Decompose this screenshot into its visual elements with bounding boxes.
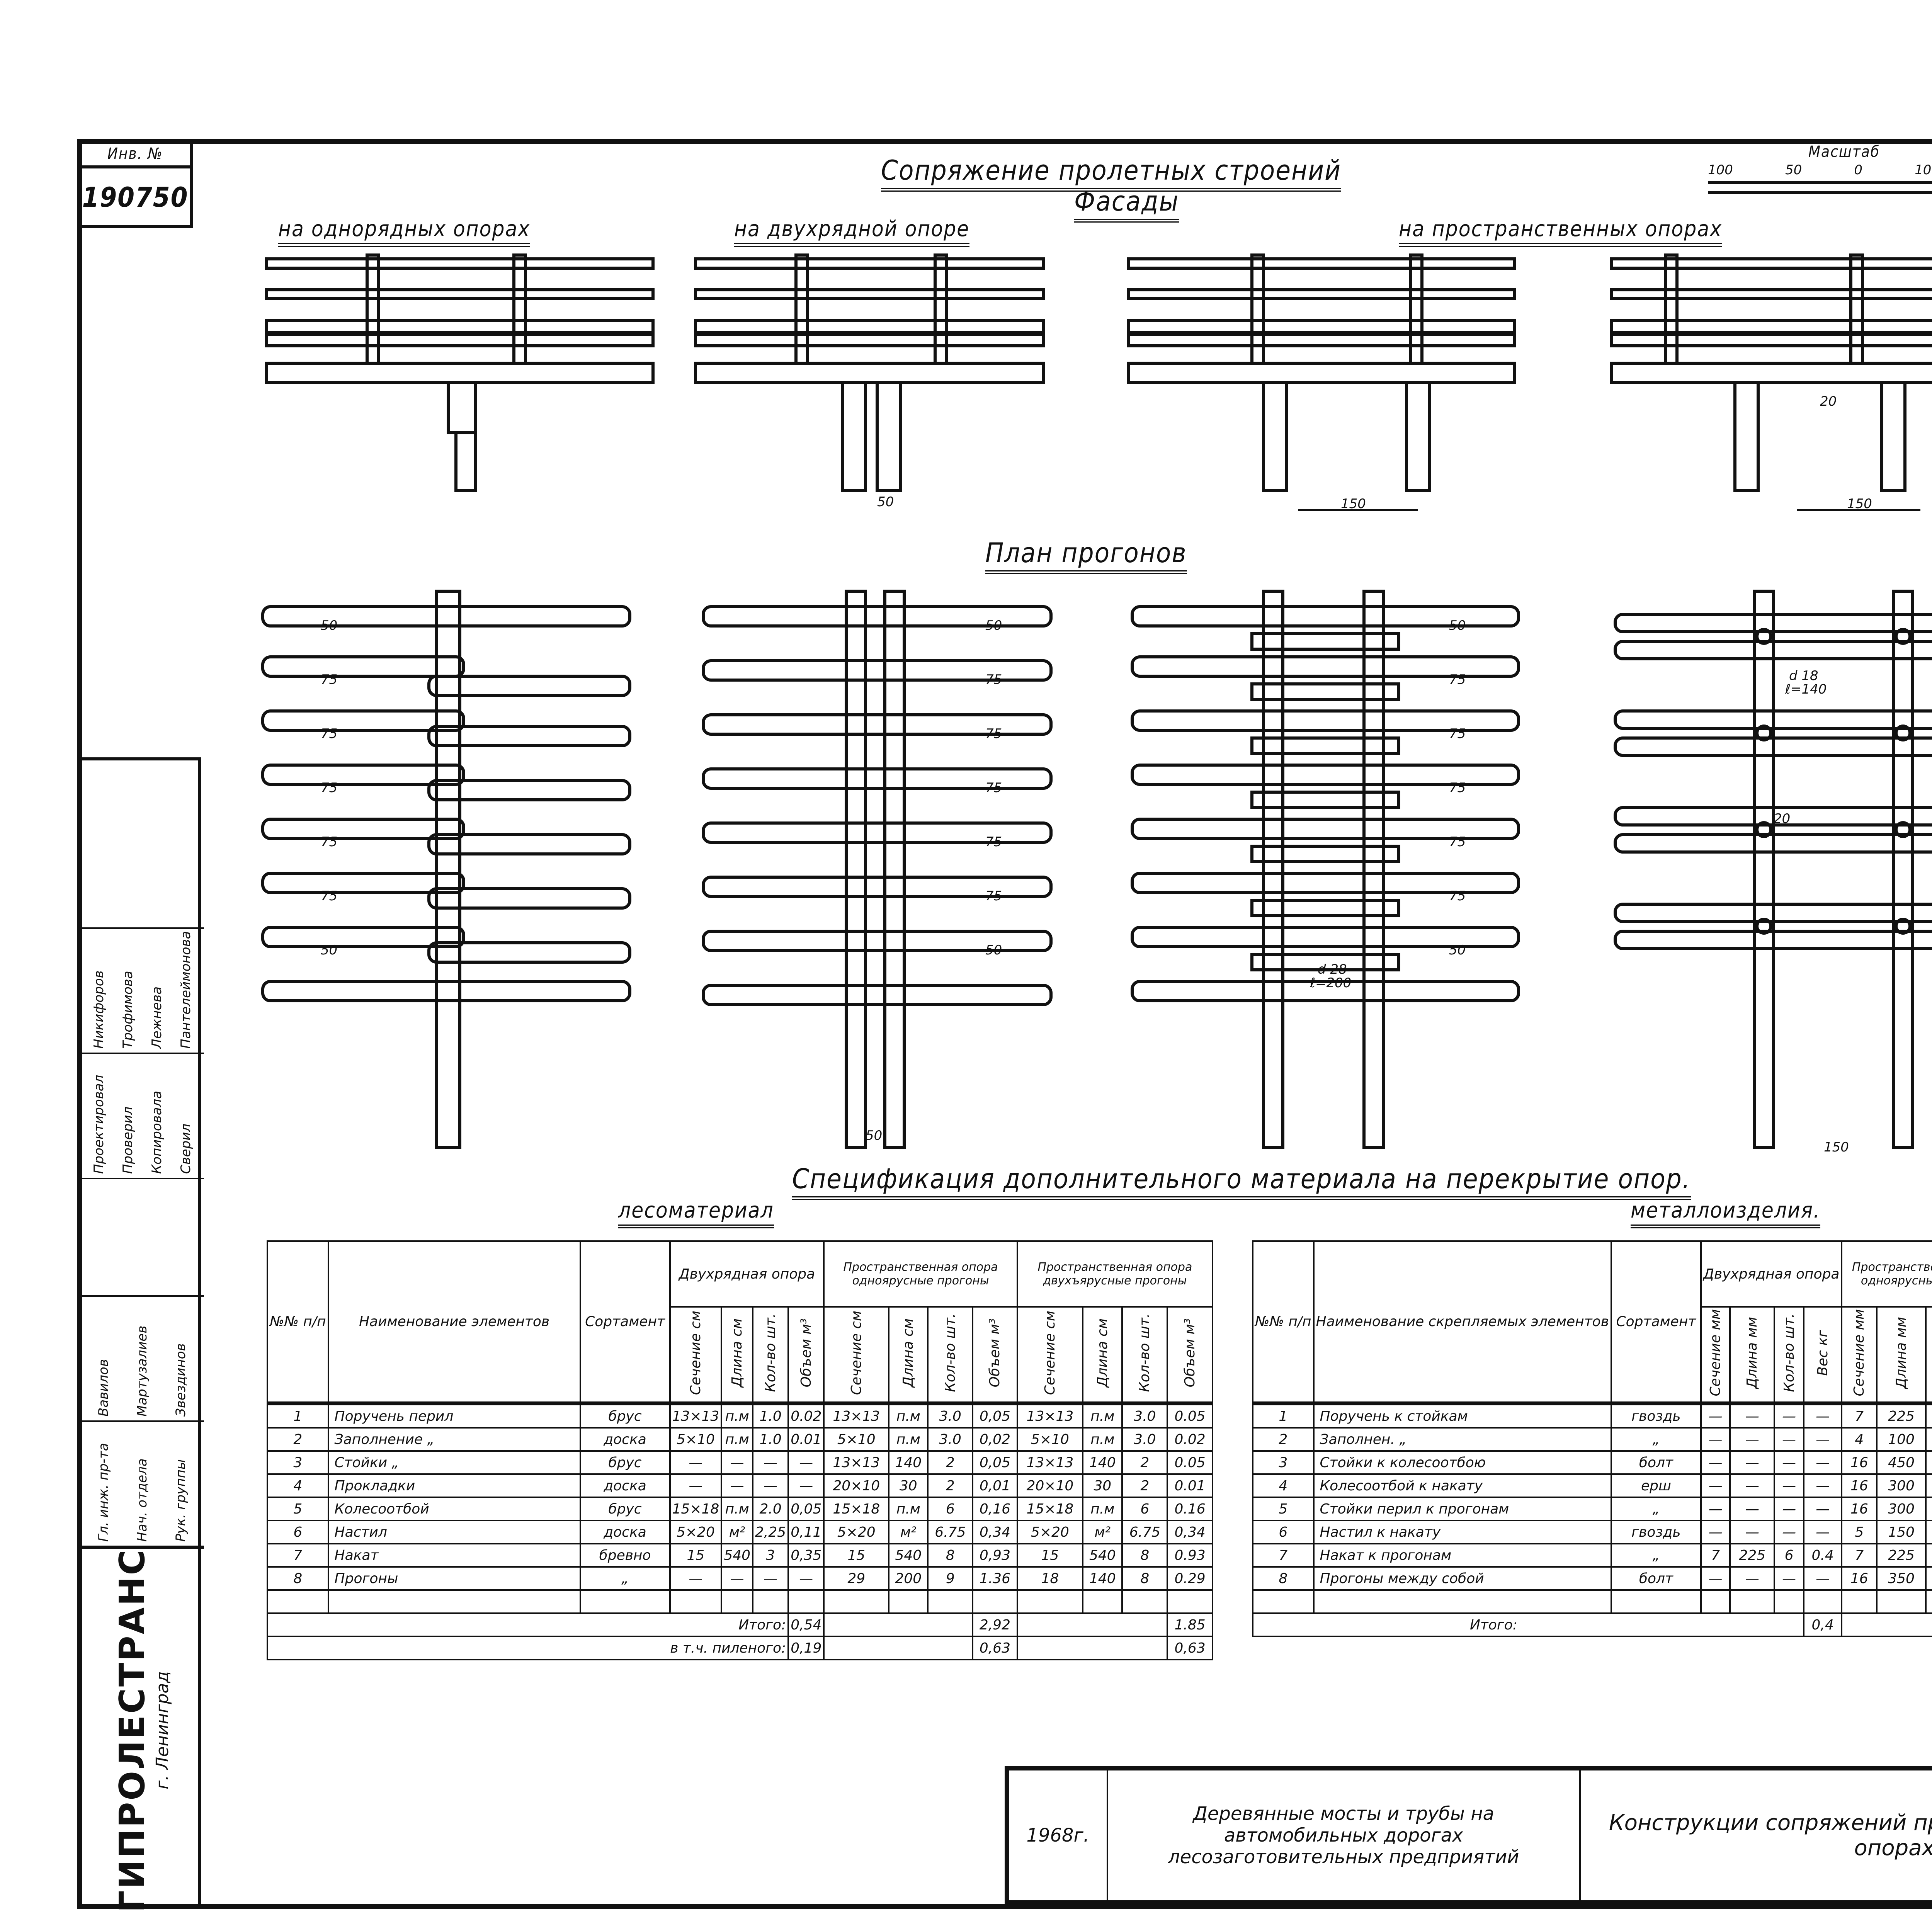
overlap-metal-title: металлоизделия. <box>1631 1198 1821 1228</box>
staff-name: Пантелеймонова <box>178 931 194 1049</box>
org-name: ГИПРОЛЕСТРАНС <box>112 1548 153 1913</box>
plan-drawings: 50 75 75 75 75 75 50 50 75 75 75 75 75 5… <box>261 590 1932 1155</box>
staff-role: Сверил <box>178 1123 194 1174</box>
stamp-name: Мартузалиев <box>134 1325 150 1417</box>
single-row-heading: на однорядных опорах <box>278 216 531 247</box>
org-city: г. Ленинград <box>153 1671 172 1789</box>
facade-dim: 50 <box>877 494 894 510</box>
scale-tick: 50 <box>1785 162 1802 178</box>
overlap-timber-table: №№ п/п Наименование элементов Сортамент … <box>266 1240 1214 1660</box>
plan1-dim: 75 <box>321 726 337 742</box>
double-row-heading: на двухрядной опоре <box>734 216 970 247</box>
plan2-dim: 50 <box>985 942 1002 958</box>
inventory-stamp: Инв. № 190750 <box>77 139 193 228</box>
side-stamp: ГИПРОЛЕСТРАНС г. Ленинград Гл. инж. пр-т… <box>77 757 204 1913</box>
plan3-dim: 75 <box>1449 726 1466 742</box>
sawn-row: в т.ч. пиленого:0,19 0,63 0,63 <box>266 1636 1213 1660</box>
empty-row <box>267 1589 1213 1614</box>
plan2-dim: 75 <box>985 888 1002 904</box>
plan2-dim: 75 <box>985 726 1002 742</box>
facade-drawings: 50 150 150 20 <box>265 253 1932 512</box>
staff-name: Лежнева <box>149 986 165 1049</box>
plan2-dim: 75 <box>985 672 1002 687</box>
year: 1968г. <box>1026 1825 1090 1846</box>
scale-tick: 100 <box>1708 162 1733 178</box>
plan3-dim: 50 <box>1449 942 1466 958</box>
overlap-metal-table: №№ п/п Наименование скрепляемых элементо… <box>1252 1240 1932 1637</box>
plan1-dim: 75 <box>321 834 337 850</box>
signatures <box>80 1178 204 1295</box>
plan1-dim: 50 <box>321 618 337 633</box>
sheet-title: Конструкции сопряжений пролетных строени… <box>1609 1810 1932 1861</box>
staff-role: Проверил <box>120 1106 136 1174</box>
plan1-dim: 75 <box>321 888 337 904</box>
inventory-label: Инв. № <box>80 142 190 168</box>
plan1-dim: 75 <box>321 780 337 796</box>
plan3-dim: 75 <box>1449 888 1466 904</box>
scale-label: Масштаб <box>1808 143 1880 161</box>
plan3-dim: 75 <box>1449 780 1466 796</box>
stamp-role: Гл. инж. пр-та <box>96 1443 111 1542</box>
plan2-bottom-dim: 50 <box>866 1128 882 1143</box>
overlap-spec-title: Спецификация дополнительного материала н… <box>792 1163 1691 1200</box>
total-row: Итого:0,54 2,92 1.85 <box>266 1612 1213 1637</box>
main-title: Сопряжение пролетных строений <box>881 155 1342 192</box>
scale-bar: 100 50 0 100 200 <box>1708 162 1932 194</box>
plan4-length: ℓ=140 <box>1785 682 1827 697</box>
plan3-dim: 75 <box>1449 672 1466 687</box>
empty-row <box>1252 1589 1932 1614</box>
stamp-name: Звездинов <box>173 1343 189 1417</box>
stamp-role: Нач. отдела <box>134 1458 150 1542</box>
total-row: Итого:0,4 10,5 28.7 <box>1252 1612 1932 1637</box>
plan2-dim: 75 <box>985 780 1002 796</box>
project-name: Деревянные мосты и трубы на автомобильны… <box>1168 1803 1519 1868</box>
plan4-bottom-dim: 150 <box>1824 1139 1849 1155</box>
stamp-role: Рук. группы <box>173 1459 189 1542</box>
plan1-dim: 75 <box>321 672 337 687</box>
plan3-dim: 75 <box>1449 834 1466 850</box>
title-block: 1968г. Деревянные мосты и трубы на автом… <box>1005 1766 1932 1905</box>
plan2-dim: 75 <box>985 834 1002 850</box>
staff-name: Никифоров <box>91 970 107 1049</box>
inventory-number: 190750 <box>82 182 189 213</box>
staff-signatures <box>80 811 204 927</box>
facade-dim: 150 <box>1341 496 1366 512</box>
plan1-dim: 50 <box>321 942 337 958</box>
facade-dim: 150 <box>1847 496 1872 512</box>
staff-role: Проектировал <box>91 1075 107 1174</box>
plan3-length: ℓ=200 <box>1310 975 1351 991</box>
stamp-name: Вавилов <box>96 1359 111 1417</box>
overlap-timber-title: лесоматериал <box>618 1198 774 1228</box>
facade-dim: 20 <box>1820 394 1837 409</box>
staff-role: Копировала <box>149 1090 165 1174</box>
scale-tick: 100 <box>1915 162 1932 178</box>
spatial-heading: на пространственных опорах <box>1399 216 1722 247</box>
facades-heading: Фасады <box>1074 185 1179 223</box>
staff-name: Трофимова <box>120 971 136 1049</box>
plan2-dim: 50 <box>985 618 1002 633</box>
plan4-bolt: d 18 <box>1789 668 1818 684</box>
plan-heading: План прогонов <box>985 537 1187 574</box>
plan4-gap: 20 <box>1774 811 1790 827</box>
plan3-dim: 50 <box>1449 618 1466 633</box>
plan3-bolt: d 28 <box>1318 962 1347 977</box>
scale-tick: 0 <box>1854 162 1862 178</box>
